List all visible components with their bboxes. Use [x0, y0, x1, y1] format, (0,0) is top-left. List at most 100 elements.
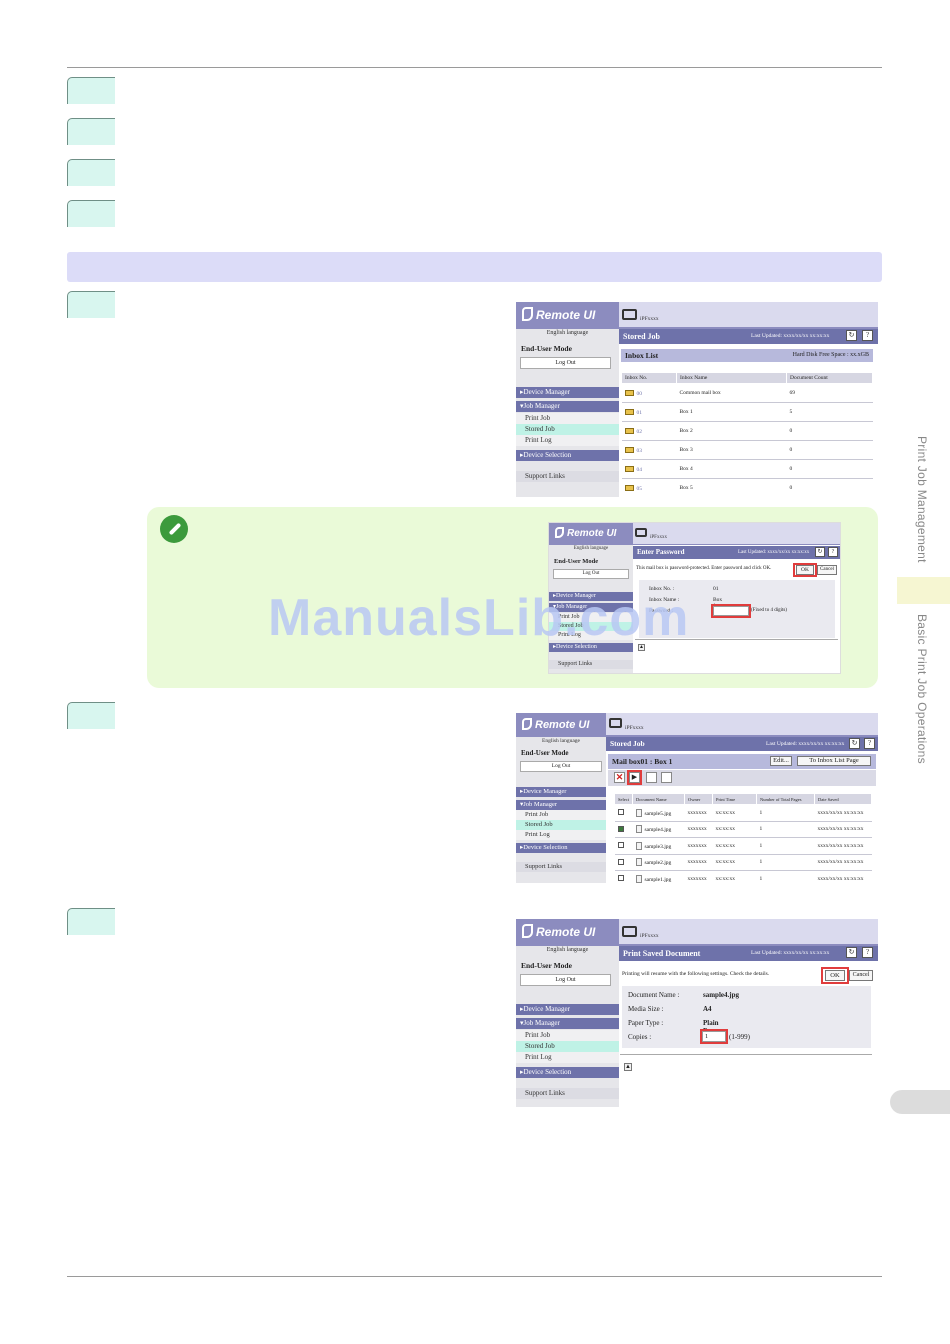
step-tab-2: [67, 118, 115, 145]
print-message: Printing will resume with the following …: [622, 971, 770, 977]
help-button[interactable]: ?: [828, 547, 838, 557]
inbox-table-header: Inbox No. Inbox Name Document Count: [621, 372, 873, 384]
table-row[interactable]: 04 Box 4 0: [621, 459, 873, 479]
row-checkbox-checked[interactable]: [617, 825, 624, 832]
cancel-button[interactable]: Cancel: [849, 970, 873, 981]
nav-print-log[interactable]: Print Log: [516, 1052, 619, 1063]
ok-button[interactable]: OK: [796, 565, 814, 575]
row-checkbox[interactable]: [617, 858, 624, 865]
nav-job-manager[interactable]: ▾Job Manager: [516, 401, 619, 412]
copies-input[interactable]: 1: [702, 1031, 726, 1042]
nav-job-manager[interactable]: ▾Job Manager: [549, 603, 633, 612]
help-button[interactable]: ?: [862, 330, 873, 341]
language-link[interactable]: English language: [546, 330, 589, 336]
printer-icon: [609, 718, 622, 728]
refresh-button[interactable]: ↻: [846, 330, 857, 341]
nav-print-job[interactable]: Print Job: [549, 613, 633, 622]
nav-support-links[interactable]: Support Links: [516, 862, 606, 872]
ok-highlight: [821, 967, 849, 984]
side-tab-highlight: [897, 577, 950, 604]
logout-button[interactable]: Log Out: [520, 357, 611, 369]
nav-print-log[interactable]: Print Log: [516, 830, 606, 840]
table-row[interactable]: sample5.jpg xxxxxxx xx:xx:xx 1 xxxx/xx/x…: [614, 804, 872, 822]
bottom-rule: [67, 1276, 882, 1277]
password-message: This mail box is password-protected. Ent…: [636, 566, 772, 571]
edit-button[interactable]: Edit...: [770, 756, 792, 766]
step-tab-7: [67, 908, 115, 935]
nav-device-selection[interactable]: ▸Device Selection: [516, 1067, 619, 1078]
table-row[interactable]: 01 Box 1 5: [621, 402, 873, 422]
nav-print-log[interactable]: Print Log: [516, 435, 619, 446]
row-checkbox[interactable]: [617, 809, 624, 816]
print-time-cell: xx:xx:xx: [712, 837, 757, 855]
nav-device-selection[interactable]: ▸Device Selection: [516, 450, 619, 461]
row-checkbox[interactable]: [617, 842, 624, 849]
help-button[interactable]: ?: [864, 738, 875, 749]
nav-device-selection[interactable]: ▸Device Selection: [516, 843, 606, 853]
nav-device-manager[interactable]: ▸Device Manager: [516, 1004, 619, 1015]
date-saved-cell: xxxx/xx/xx xx:xx:xx: [814, 854, 872, 871]
mode-label: End-User Mode: [521, 749, 569, 757]
table-row[interactable]: 03 Box 3 0: [621, 440, 873, 460]
nav-print-job[interactable]: Print Job: [516, 810, 606, 820]
nav-support-links[interactable]: Support Links: [516, 1088, 619, 1099]
nav-print-job[interactable]: Print Job: [516, 1030, 619, 1041]
nav-stored-job[interactable]: Stored Job: [549, 622, 633, 631]
document-count-cell: 0: [786, 421, 873, 441]
printer-bar: [619, 302, 878, 327]
ok-button[interactable]: OK: [825, 970, 845, 981]
logout-button[interactable]: Log Out: [553, 569, 629, 579]
mailbox-icon: [624, 427, 634, 434]
refresh-button[interactable]: ↻: [815, 547, 825, 557]
table-row[interactable]: sample2.jpg xxxxxxx xx:xx:xx 1 xxxx/xx/x…: [614, 854, 872, 871]
row-checkbox[interactable]: [617, 875, 624, 882]
password-input[interactable]: [713, 606, 749, 616]
language-link[interactable]: English language: [541, 738, 581, 744]
language-link[interactable]: English language: [573, 546, 609, 551]
column-header: Select: [614, 793, 633, 805]
nav-stored-job[interactable]: Stored Job: [516, 820, 606, 830]
nav-print-log[interactable]: Print Log: [549, 631, 633, 640]
nav-stored-job[interactable]: Stored Job: [516, 1041, 619, 1052]
refresh-button[interactable]: ↻: [849, 738, 860, 749]
help-button[interactable]: ?: [862, 947, 873, 958]
table-row[interactable]: 02 Box 2 0: [621, 421, 873, 441]
nav-device-manager[interactable]: ▸Device Manager: [516, 387, 619, 398]
nav-device-manager[interactable]: ▸Device Manager: [516, 787, 606, 797]
print-icon[interactable]: ▶: [629, 772, 640, 783]
printer-icon: [622, 309, 637, 320]
refresh-button[interactable]: ↻: [846, 947, 857, 958]
details-icon[interactable]: [661, 772, 672, 783]
logout-button[interactable]: Log Out: [520, 974, 611, 986]
nav-support-links[interactable]: Support Links: [516, 471, 619, 482]
table-row[interactable]: 05 Box 5 0: [621, 478, 873, 497]
step-tab-4: [67, 200, 115, 227]
table-row[interactable]: sample3.jpg xxxxxxx xx:xx:xx 1 xxxx/xx/x…: [614, 837, 872, 855]
nav-device-manager[interactable]: ▸Device Manager: [549, 592, 633, 601]
image-file-icon: [635, 841, 642, 850]
delete-icon[interactable]: ✕: [614, 772, 625, 783]
nav-job-manager[interactable]: ▾Job Manager: [516, 1018, 619, 1029]
cancel-button[interactable]: Cancel: [817, 565, 837, 575]
table-row[interactable]: 00 Common mail box 69: [621, 383, 873, 403]
select-cell: [614, 837, 633, 855]
page-top-icon[interactable]: ▲: [638, 644, 645, 651]
date-saved-cell: xxxx/xx/xx xx:xx:xx: [814, 804, 872, 822]
nav-job-manager[interactable]: ▾Job Manager: [516, 800, 606, 810]
nav-support-links[interactable]: Support Links: [549, 660, 633, 669]
remote-ui-logo-icon: [522, 307, 533, 321]
inbox-table: Inbox No. Inbox Name Document Count 00 C…: [621, 372, 873, 497]
page-number-pill: [890, 1090, 950, 1114]
move-icon[interactable]: [646, 772, 657, 783]
nav-stored-job[interactable]: Stored Job: [516, 424, 619, 435]
table-row[interactable]: sample1.jpg xxxxxxx xx:xx:xx 1 xxxx/xx/x…: [614, 870, 872, 883]
nav-device-selection[interactable]: ▸Device Selection: [549, 643, 633, 652]
to-inbox-list-button[interactable]: To Inbox List Page: [797, 756, 871, 766]
column-header: Document Count: [786, 372, 873, 384]
nav-print-job[interactable]: Print Job: [516, 413, 619, 424]
logout-button[interactable]: Log Out: [520, 761, 602, 772]
language-link[interactable]: English language: [546, 947, 589, 953]
column-header: Print Time: [712, 793, 757, 805]
table-row[interactable]: sample4.jpg xxxxxxx xx:xx:xx 1 xxxx/xx/x…: [614, 821, 872, 838]
page-top-icon[interactable]: ▲: [624, 1063, 632, 1071]
